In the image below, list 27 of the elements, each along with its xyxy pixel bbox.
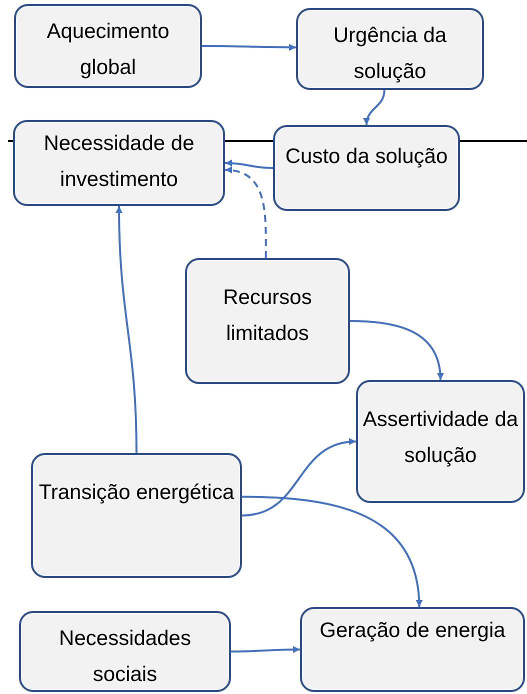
concept-box bbox=[19, 611, 231, 692]
concept-box bbox=[14, 4, 202, 88]
arrow bbox=[224, 167, 267, 258]
box-label: Custo da solução bbox=[285, 144, 448, 170]
box-label: Assertividade da solução bbox=[362, 407, 519, 469]
arrow bbox=[364, 90, 386, 126]
concept-box bbox=[273, 125, 460, 211]
arrow bbox=[242, 438, 356, 516]
concept-box bbox=[300, 607, 525, 692]
box-label: Recursos limitados bbox=[222, 285, 313, 347]
concept-box bbox=[13, 120, 225, 206]
concept-box bbox=[356, 380, 525, 503]
arrow bbox=[231, 646, 300, 654]
box-label: Aquecimento global bbox=[46, 19, 170, 81]
box-label: Urgência da solução bbox=[332, 23, 448, 85]
arrow bbox=[350, 320, 444, 380]
box-label: Necessidades sociais bbox=[58, 626, 192, 688]
arrow bbox=[202, 44, 296, 51]
box-label: Necessidade de investimento bbox=[42, 131, 196, 193]
concept-box bbox=[31, 453, 242, 578]
concept-box bbox=[296, 8, 484, 90]
arrow bbox=[116, 206, 138, 454]
arrow bbox=[242, 496, 422, 608]
concept-box bbox=[185, 258, 350, 384]
arrow bbox=[224, 160, 274, 169]
box-label: Transição energética bbox=[38, 480, 234, 506]
box-label: Geração de energia bbox=[320, 618, 506, 644]
